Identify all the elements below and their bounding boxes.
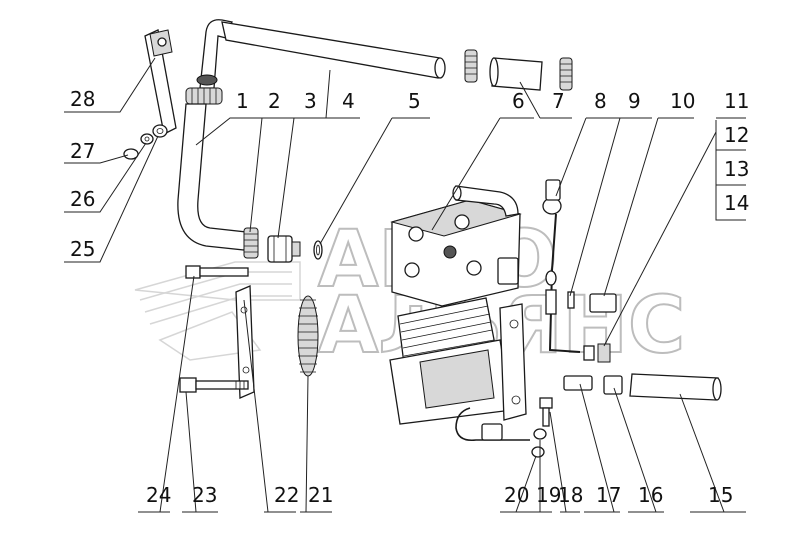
part-washer-20 <box>531 446 545 458</box>
callout-12: 12 <box>724 123 749 147</box>
callout-20: 20 <box>504 483 529 507</box>
callout-7: 7 <box>552 89 565 113</box>
part-intake-pipe <box>177 103 247 251</box>
part-bolt-24 <box>185 265 249 279</box>
callout-4: 4 <box>342 89 355 113</box>
part-hose-clamp-left <box>464 49 478 83</box>
part-drive-gear <box>297 295 319 377</box>
part-o-ring <box>313 240 323 260</box>
part-banjo-bolt-18 <box>539 397 553 427</box>
callout-16: 16 <box>638 483 663 507</box>
part-tube-clamp <box>185 87 223 105</box>
callout-17: 17 <box>596 483 621 507</box>
callout-24: 24 <box>146 483 171 507</box>
callout-27: 27 <box>70 139 95 163</box>
part-banjo-fitting-10 <box>589 293 617 313</box>
part-bolt-27 <box>123 148 139 160</box>
callout-1: 1 <box>236 89 249 113</box>
part-union-fitting <box>267 235 301 263</box>
part-compressor-assembly <box>389 185 530 442</box>
part-washer-19 <box>533 428 547 440</box>
callout-labels: 28 27 26 25 1 2 3 4 5 6 7 8 9 10 11 12 1… <box>70 87 749 507</box>
callout-6: 6 <box>512 89 525 113</box>
watermark-emblem <box>134 261 301 361</box>
callout-15: 15 <box>708 483 733 507</box>
part-bracket-strap <box>144 29 177 135</box>
callout-9: 9 <box>628 89 641 113</box>
callout-2: 2 <box>268 89 281 113</box>
part-washer-26 <box>140 133 154 145</box>
callout-23: 23 <box>192 483 217 507</box>
callout-13: 13 <box>724 157 749 181</box>
part-nut-set <box>583 343 611 363</box>
part-coolant-pipe <box>545 213 581 353</box>
part-fitting-8 <box>542 179 562 215</box>
callout-25: 25 <box>70 237 95 261</box>
callout-14: 14 <box>724 191 749 215</box>
callout-5: 5 <box>408 89 421 113</box>
part-pipe-clamp <box>243 227 259 259</box>
callout-22: 22 <box>274 483 299 507</box>
part-sleeve-16 <box>603 375 623 395</box>
callout-19: 19 <box>536 483 561 507</box>
callout-11: 11 <box>724 89 749 113</box>
callout-26: 26 <box>70 187 95 211</box>
part-washer-25 <box>152 124 168 138</box>
part-pipe-15 <box>629 373 722 401</box>
callout-21: 21 <box>308 483 333 507</box>
callout-10: 10 <box>670 89 695 113</box>
part-nut-17 <box>563 375 593 391</box>
callout-3: 3 <box>304 89 317 113</box>
part-hose-sleeve <box>489 57 543 91</box>
leader-lines <box>64 57 746 513</box>
callout-8: 8 <box>594 89 607 113</box>
callout-18: 18 <box>558 483 583 507</box>
part-upper-tube <box>196 19 446 89</box>
callout-28: 28 <box>70 87 95 111</box>
part-long-bolt-23 <box>179 377 249 393</box>
part-hose-clamp-right <box>559 57 573 91</box>
